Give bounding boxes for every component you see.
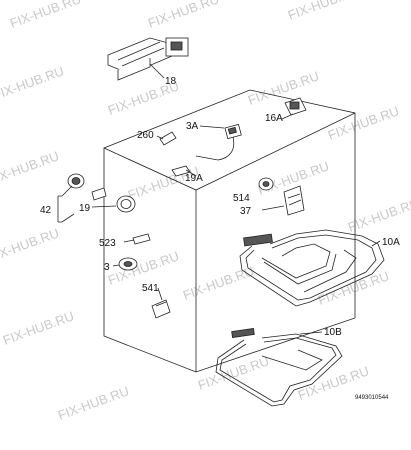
leader-42b (61, 213, 75, 223)
callout-3: 3 (104, 262, 110, 273)
watermark: FIX-HUB.RU (346, 195, 411, 235)
leader-16a (281, 113, 294, 120)
bracket-part (261, 185, 305, 216)
callout-37: 37 (240, 206, 252, 217)
fan-motor-assembly (107, 37, 189, 81)
oven-cabinet (103, 89, 356, 373)
callout-260: 260 (137, 130, 154, 141)
watermark: FIX-HUB.RU (246, 68, 321, 108)
leader-10b (299, 331, 323, 335)
callout-541: 541 (142, 283, 159, 294)
switch-part (112, 257, 138, 271)
lamp-holder (171, 165, 197, 177)
callout-18: 18 (165, 76, 177, 87)
watermark: FIX-HUB.RU (316, 268, 391, 308)
callout-16a: 16A (265, 113, 283, 124)
watermark: FIX-HUB.RU (0, 148, 61, 188)
lower-heating-element (215, 328, 343, 407)
leader-523 (123, 239, 135, 243)
socket-part (281, 97, 307, 120)
thermostat-sensor (156, 123, 242, 161)
watermark: FIX-HUB.RU (8, 0, 83, 31)
callout-42: 42 (40, 205, 52, 216)
watermark: FIX-HUB.RU (106, 248, 181, 288)
callout-523: 523 (99, 238, 116, 249)
leader-10a (371, 240, 381, 247)
leader-3 (112, 264, 120, 267)
grill-heating-element (239, 229, 385, 307)
callout-3a: 3A (186, 121, 199, 132)
watermark: FIX-HUB.RU (181, 263, 256, 303)
callout-19a: 19A (185, 173, 203, 184)
leader-37 (261, 205, 285, 211)
watermark: FIX-HUB.RU (0, 225, 61, 265)
leader-19a (185, 169, 197, 177)
watermark: FIX-HUB.RU (286, 0, 361, 23)
drawing-code: 9493010544 (355, 395, 389, 401)
watermark: FIX-HUB.RU (146, 0, 221, 31)
watermark: FIX-HUB.RU (1, 308, 76, 348)
callout-10b: 10B (324, 327, 342, 338)
watermark: FIX-HUB.RU (56, 383, 131, 423)
roller-part (258, 177, 274, 191)
leader-260 (156, 135, 164, 140)
leader-3a (199, 125, 225, 129)
leader-18 (149, 63, 165, 79)
callout-514: 514 (233, 193, 250, 204)
callout-19: 19 (79, 203, 91, 214)
leader-42a (61, 185, 73, 197)
watermark-layer: FIX-HUB.RU FIX-HUB.RU FIX-HUB.RU FIX-HUB… (0, 0, 411, 423)
control-knobs (57, 173, 136, 223)
watermark: FIX-HUB.RU (0, 63, 66, 103)
leader-541 (157, 287, 163, 301)
thermal-fuse (123, 233, 151, 245)
mounting-clip (151, 287, 171, 319)
leader-19 (91, 205, 117, 208)
callout-10a: 10A (382, 237, 400, 248)
